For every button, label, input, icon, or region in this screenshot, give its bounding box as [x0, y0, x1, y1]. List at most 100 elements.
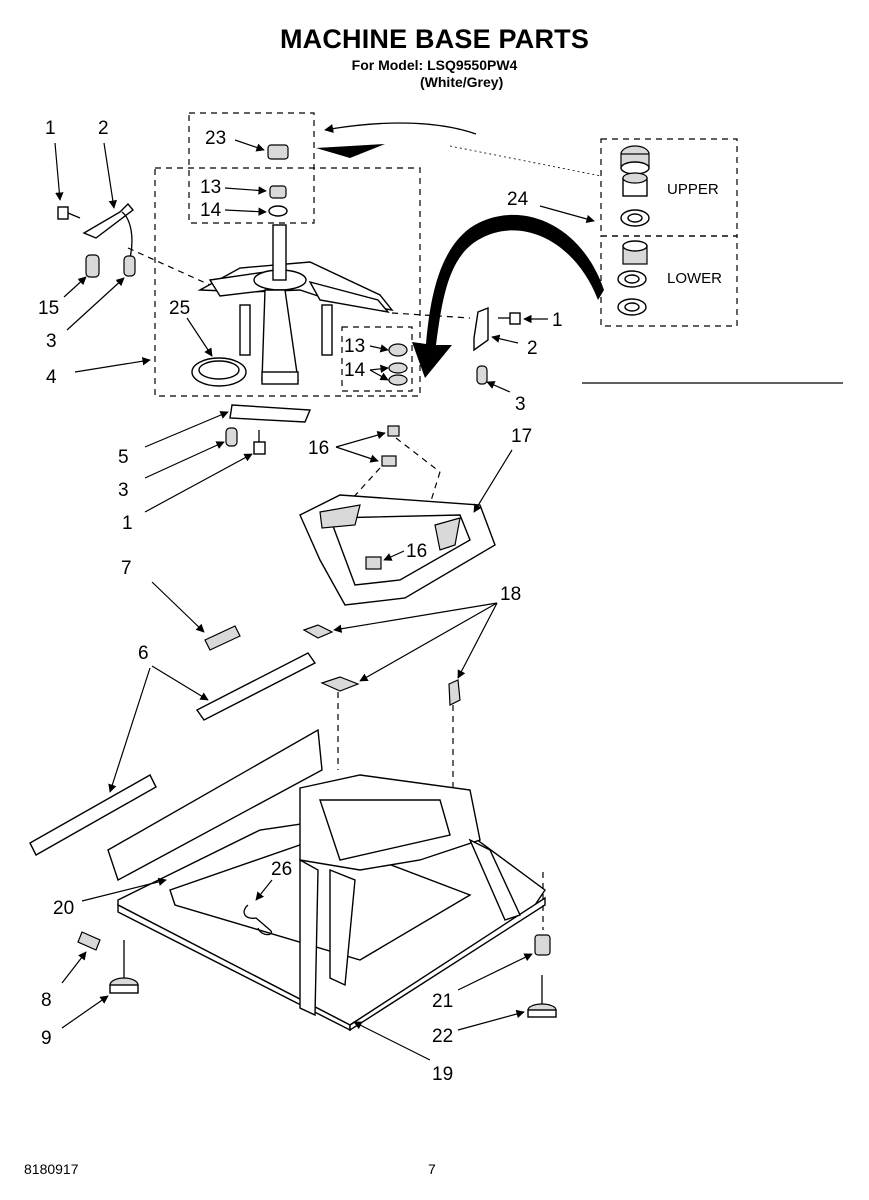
- callout-24: 24: [507, 189, 529, 210]
- callout-13a: 13: [200, 177, 221, 198]
- leader-18-2: [359, 602, 498, 682]
- leader-5: [144, 411, 229, 448]
- clip-18-mid: [320, 676, 360, 692]
- leader-21: [457, 953, 533, 991]
- bracket-upper-left: [82, 202, 135, 239]
- screw-1-lower: [253, 430, 266, 455]
- callout-18: 18: [500, 584, 521, 605]
- leader-7: [151, 581, 205, 633]
- bearing-13-upper: [269, 185, 287, 199]
- seal-ring-25: [191, 357, 247, 387]
- leader-8: [61, 951, 87, 984]
- callout-16b: 16: [406, 541, 427, 562]
- callout-1c: 1: [122, 513, 133, 534]
- callout-7: 7: [121, 558, 132, 579]
- clip-18-right: [448, 679, 461, 706]
- leader-14b-2: [369, 369, 389, 381]
- page-title: MACHINE BASE PARTS: [279, 24, 590, 54]
- callout-25: 25: [169, 298, 190, 319]
- spring-3-right: [476, 365, 488, 385]
- leader-13a: [224, 186, 267, 195]
- kit-label-lower: LOWER: [667, 270, 722, 287]
- callout-22: 22: [432, 1026, 453, 1047]
- leader-23: [234, 139, 265, 152]
- callout-1a: 1: [45, 118, 56, 139]
- leveling-leg-9: [109, 940, 139, 994]
- group-box-13-14-lower: [341, 326, 413, 392]
- suspension-assembly: [197, 224, 394, 385]
- washer-14-upper: [268, 205, 288, 217]
- leveling-leg-22: [527, 975, 557, 1018]
- callout-9: 9: [41, 1028, 52, 1049]
- callout-20: 20: [53, 898, 74, 919]
- screw-right: [498, 312, 521, 325]
- callout-15: 15: [38, 298, 59, 319]
- leader-1c: [144, 453, 253, 513]
- leader-6a: [151, 665, 209, 701]
- callout-3b: 3: [515, 394, 526, 415]
- leader-3a: [66, 277, 125, 331]
- leader-20: [81, 877, 167, 902]
- leader-3b: [486, 381, 511, 393]
- bushing-23-upper: [267, 144, 289, 160]
- model-line: For Model: LSQ9550PW4: [351, 57, 518, 73]
- leader-14a: [224, 207, 267, 216]
- color-line: (White/Grey): [420, 74, 504, 90]
- callout-16a: 16: [308, 438, 329, 459]
- callout-6: 6: [138, 643, 149, 664]
- foot-pad-8: [77, 931, 101, 951]
- leader-16a-1: [335, 431, 386, 448]
- spring-7: [204, 625, 241, 651]
- clip-18-top: [302, 624, 334, 639]
- leader-17: [473, 449, 513, 513]
- callout-2a: 2: [98, 118, 109, 139]
- leader-2b: [491, 334, 519, 344]
- clip-16-top: [387, 425, 400, 437]
- kit-dotted-connector: [449, 145, 602, 177]
- tub-to-bracket-dash: [391, 312, 471, 319]
- bearing-13-lower: [388, 343, 408, 357]
- callout-23: 23: [205, 128, 226, 149]
- leader-3c: [144, 441, 225, 479]
- spring-3-lower: [225, 427, 238, 447]
- callout-26: 26: [271, 859, 292, 880]
- arrow-lower-bold: [412, 214, 604, 378]
- screw-upper-left: [57, 206, 81, 220]
- callout-14b: 14: [344, 360, 366, 381]
- leg-bushing-21: [534, 934, 551, 956]
- leader-22: [457, 1009, 525, 1031]
- leader-1a: [54, 142, 64, 201]
- leader-6b: [108, 667, 151, 793]
- leader-14b-1: [369, 364, 389, 374]
- kit-lower-parts: [617, 240, 648, 316]
- group-box-4-suspension: [154, 167, 421, 397]
- callout-2b: 2: [527, 338, 538, 359]
- bracket-wire: [121, 211, 133, 259]
- callout-3c: 3: [118, 480, 129, 501]
- rail-6-lower: [29, 774, 157, 856]
- leader-24: [539, 205, 595, 224]
- leader-15: [63, 276, 87, 298]
- clip-26: [243, 904, 273, 936]
- callout-1b: 1: [552, 310, 563, 331]
- leader-25: [186, 317, 213, 357]
- bracket-right: [473, 306, 489, 352]
- machine-base-frame: [107, 728, 546, 1032]
- leader-19: [353, 1021, 431, 1061]
- kit-label-upper: UPPER: [667, 181, 719, 198]
- leader-9: [61, 995, 109, 1029]
- callout-3a: 3: [46, 331, 57, 352]
- leader-16b: [383, 550, 405, 561]
- callout-13b: 13: [344, 336, 365, 357]
- platform-17: [299, 494, 496, 606]
- washers-14-lower: [388, 362, 408, 386]
- page-number: 7: [428, 1161, 436, 1177]
- leader-18-3: [457, 602, 498, 679]
- arrow-upper-thin: [324, 122, 477, 135]
- callout-14a: 14: [200, 200, 222, 221]
- callout-21: 21: [432, 991, 453, 1012]
- group-box-kit-lower: [600, 235, 738, 327]
- rail-6-upper: [195, 652, 317, 721]
- clip-dash-2: [395, 437, 441, 473]
